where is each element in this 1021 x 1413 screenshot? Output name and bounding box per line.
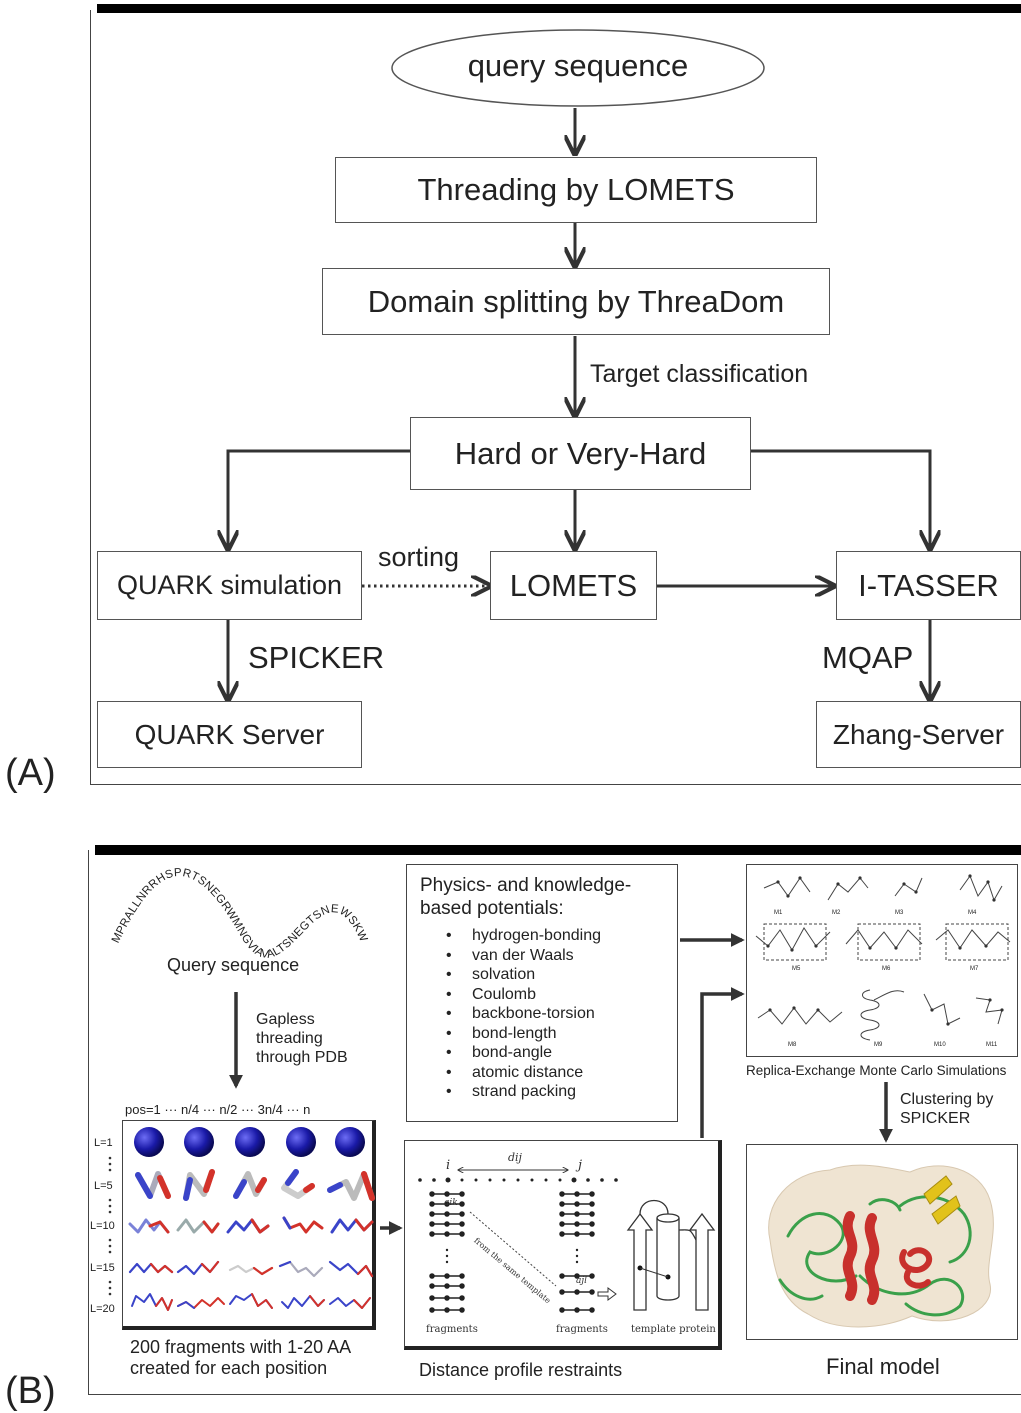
query-sequence-label: Query sequence (167, 955, 300, 975)
potential-item: bond-length (420, 1024, 680, 1044)
replica-caption: Replica-Exchange Monte Carlo Simulations (746, 1063, 1007, 1078)
gapless-threading-label: Gapless threading through PDB (256, 1011, 348, 1066)
potential-item: strand packing (420, 1082, 680, 1102)
arrow-hard-itasser (751, 449, 930, 549)
sphere-5 (335, 1127, 365, 1157)
sphere-1 (134, 1127, 164, 1157)
quark-server-node: QUARK Server (97, 701, 362, 768)
dist-fragments-right: fragments (556, 1324, 608, 1335)
clustering-label: Clustering by SPICKER (900, 1091, 994, 1127)
length-l10: L=10 (90, 1220, 115, 1232)
arrow-distance-replica (700, 987, 745, 1138)
domain-splitting-node: Domain splitting by ThreaDom (322, 268, 830, 335)
dist-fragments-left: fragments (426, 1324, 478, 1335)
potential-item: bond-angle (420, 1043, 680, 1063)
dist-dij-label: dij (508, 1151, 522, 1164)
zhang-server-node: Zhang-Server (816, 701, 1021, 768)
potential-item: atomic distance (420, 1063, 680, 1083)
mqap-label: MQAP (822, 640, 914, 675)
replica-model-label: M3 (895, 910, 904, 916)
replica-model-label: M7 (970, 966, 979, 972)
potentials-heading: Physics- and knowledge-based potentials: (420, 875, 632, 919)
threading-node: Threading by LOMETS (335, 157, 817, 223)
pos-3n4: 3n/4 (257, 1102, 283, 1117)
replica-model-label: M11 (986, 1042, 998, 1048)
pos-n2: n/2 (219, 1102, 238, 1117)
panel-b-top-bar (95, 845, 1021, 855)
potentials-list-container: Physics- and knowledge-based potentials:… (420, 874, 680, 1102)
spicker-label: SPICKER (248, 640, 385, 675)
dist-ajl-label: ajl (576, 1276, 588, 1286)
replica-model-label: M5 (792, 966, 801, 972)
potential-item: van der Waals (420, 946, 680, 966)
dist-aik-label: aik (444, 1198, 458, 1208)
fragment-positions: pos=1 ··· n/4 ··· n/2 ··· 3n/4 ··· n (125, 1102, 311, 1117)
dist-j-label: j (578, 1158, 583, 1173)
distance-profile-caption: Distance profile restraints (419, 1360, 623, 1380)
lomets-node: LOMETS (490, 551, 657, 620)
quark-simulation-node: QUARK simulation (97, 551, 362, 620)
length-l5: L=5 (94, 1180, 113, 1192)
length-l20: L=20 (90, 1303, 115, 1315)
pos-n: n (303, 1102, 311, 1117)
panel-a-frame (90, 10, 1021, 785)
protein-surface (768, 1164, 994, 1328)
replica-model-label: M8 (788, 1042, 797, 1048)
panel-a-tag: (A) (5, 752, 56, 794)
dist-template-protein: template protein (631, 1324, 716, 1335)
query-ellipse (391, 29, 765, 107)
replica-model-label: M9 (874, 1042, 883, 1048)
replica-model-label: M1 (774, 910, 783, 916)
panel-b-tag: (B) (5, 1370, 56, 1412)
potential-item: solvation (420, 965, 680, 985)
potential-item: Coulomb (420, 985, 680, 1005)
panel-b-frame (88, 850, 1021, 1395)
fragments-caption-line2: created for each position (130, 1358, 328, 1378)
hard-node: Hard or Very-Hard (410, 417, 751, 490)
pos-n4: n/4 (181, 1102, 200, 1117)
fragments-caption-line1: 200 fragments with 1-20 AA (130, 1337, 352, 1357)
length-l1: L=1 (94, 1137, 113, 1149)
arrow-hard-quark (228, 449, 410, 549)
dist-i-label: i (446, 1158, 451, 1173)
length-l15: L=15 (90, 1262, 115, 1274)
final-model-caption: Final model (826, 1354, 940, 1379)
distance-profile-box (404, 1140, 722, 1350)
sphere-2 (184, 1127, 214, 1157)
sorting-label: sorting (378, 542, 460, 572)
target-classification-label: Target classification (590, 360, 809, 388)
potential-item: hydrogen-bonding (420, 926, 680, 946)
potentials-list: hydrogen-bonding van der Waals solvation… (420, 926, 680, 1102)
query-sequence-node: query sequence (467, 48, 689, 83)
sphere-3 (235, 1127, 265, 1157)
replica-model-label: M2 (832, 910, 841, 916)
potential-item: backbone-torsion (420, 1004, 680, 1024)
replica-model-label: M4 (968, 910, 977, 916)
replica-model-label: M6 (882, 966, 891, 972)
itasser-node: I-TASSER (836, 551, 1021, 620)
pos-1: pos=1 (125, 1102, 161, 1117)
panel-a-top-bar (97, 4, 1021, 13)
sphere-4 (286, 1127, 316, 1157)
replica-model-label: M10 (934, 1042, 946, 1048)
